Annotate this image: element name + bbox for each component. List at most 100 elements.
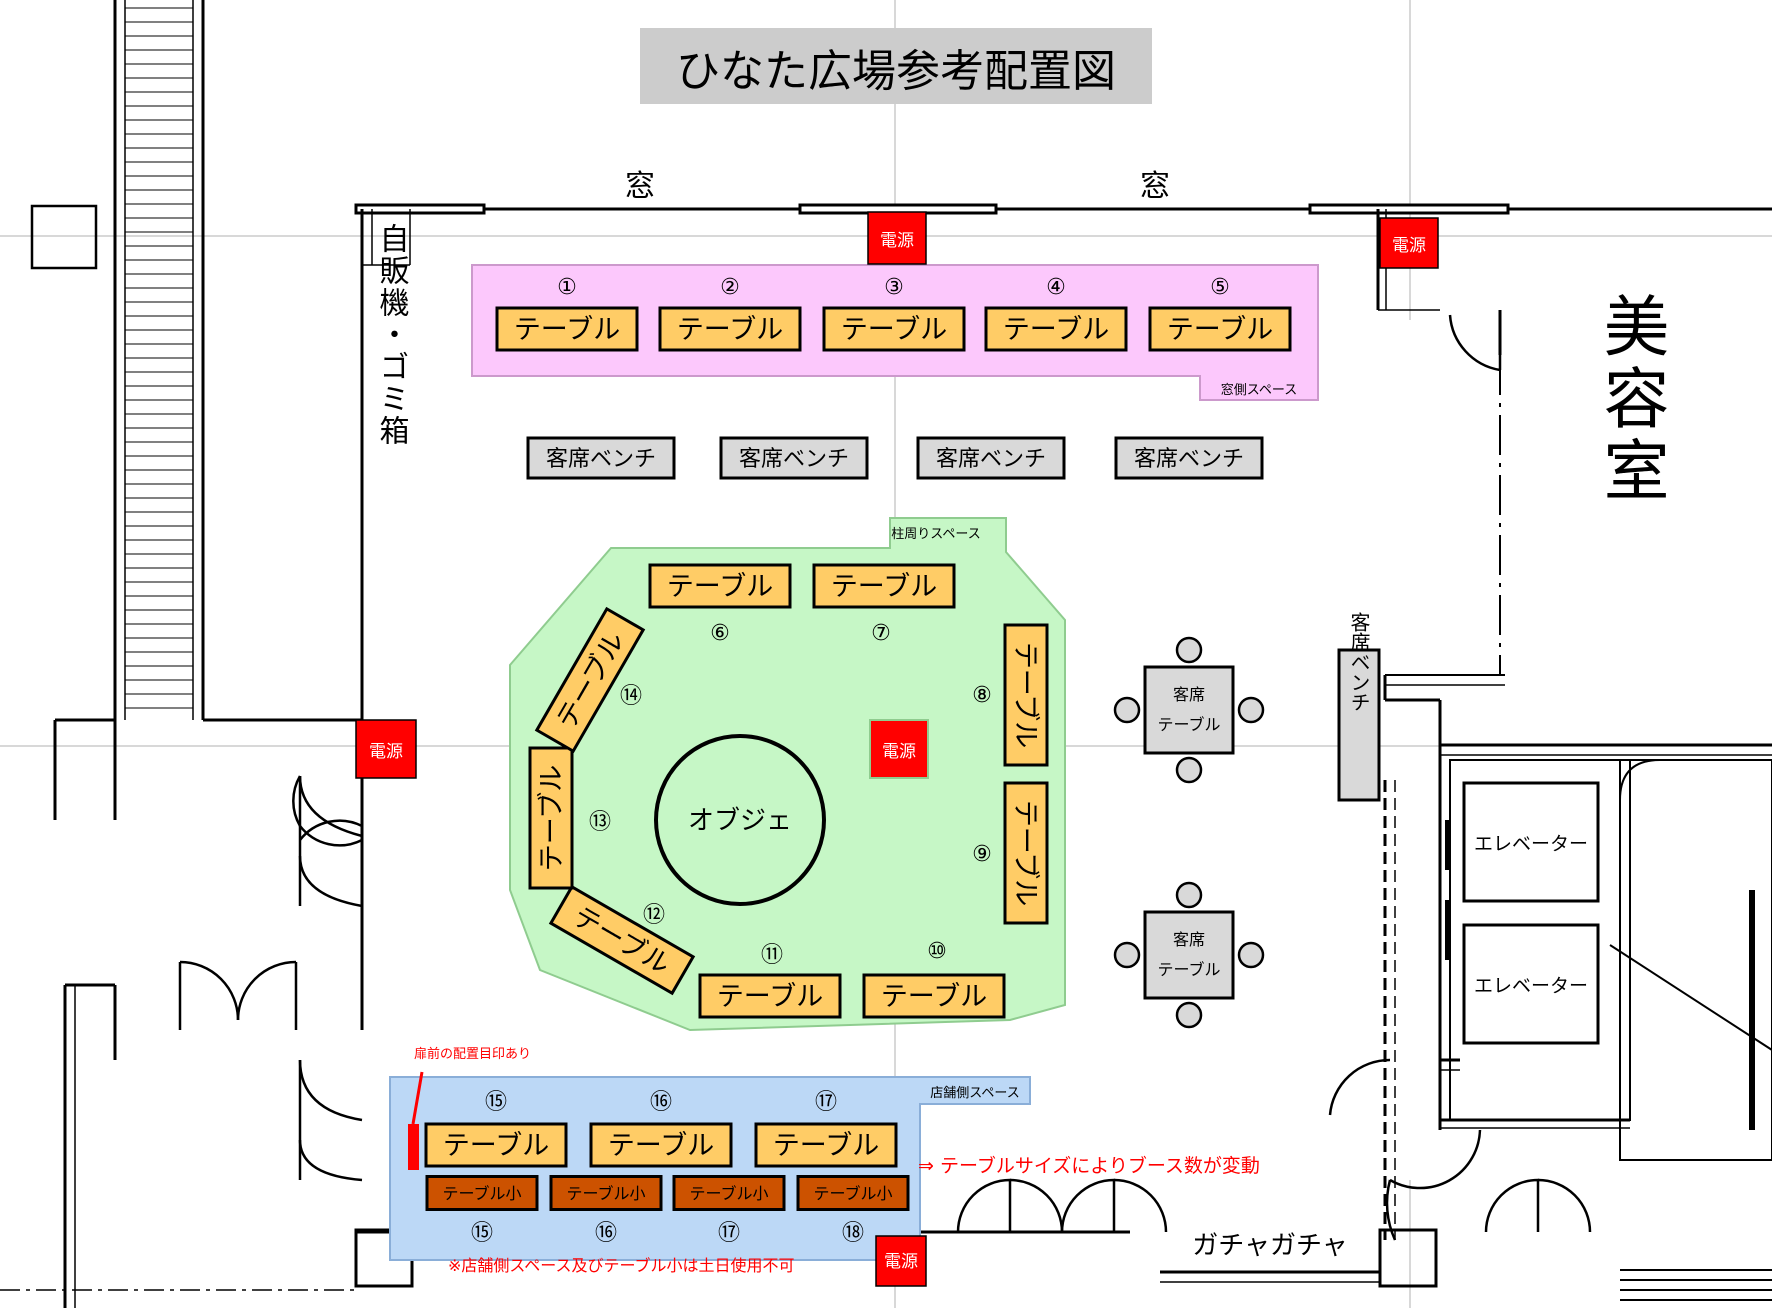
store-table-label: テーブル: [443, 1131, 549, 1162]
store-table-label: テーブル: [773, 1131, 879, 1162]
window-table-label: テーブル: [1167, 315, 1273, 346]
guest-table-label-2: テーブル: [1157, 715, 1220, 734]
guest-bench-box: [1114, 436, 1264, 480]
chair: [1237, 941, 1265, 969]
pillar-table-label: テーブル: [667, 572, 773, 603]
weekend-note: ※店舗側スペース及びテーブル小は土日使用不可: [448, 1256, 795, 1275]
window-table-box: [1148, 306, 1292, 352]
store-small-table: テーブル小: [672, 1175, 786, 1211]
pillar-table-number: ⑨: [972, 842, 992, 867]
pillar-table-box: [698, 973, 842, 1019]
window-table-number: ③: [884, 275, 904, 300]
pillar-table-box: [862, 973, 1006, 1019]
store-table-box: [424, 1122, 568, 1168]
store-small-table-box: [796, 1175, 910, 1211]
window-table-number: ④: [1046, 275, 1066, 300]
elevator-1-label: エレベーター: [1474, 833, 1588, 855]
store-table: テーブル: [754, 1122, 898, 1168]
store-zone-label: 店舗側スペース: [930, 1086, 1019, 1101]
pillar-table-box: [812, 563, 956, 609]
pillar-table-number: ⑭: [620, 684, 642, 709]
title-box: [640, 28, 1152, 104]
pillar-left: [30, 204, 98, 270]
guest-table-label-1: 客席: [1173, 685, 1205, 704]
pillar-table-label: テーブル: [881, 982, 987, 1013]
store-table-box: [754, 1122, 898, 1168]
power-outlet: [867, 211, 927, 265]
chair: [1175, 636, 1203, 664]
window-table: テーブル: [658, 306, 802, 352]
chair: [1175, 881, 1203, 909]
guest-bench: 客席ベンチ: [526, 436, 676, 480]
window-table-label: テーブル: [514, 315, 620, 346]
store-small-table-number: ⑰: [718, 1221, 740, 1246]
store-small-table-label: テーブル小: [813, 1184, 892, 1203]
pillar-table: テーブル: [698, 973, 842, 1019]
doors: [178, 312, 1592, 1241]
guest-table-box: [1143, 665, 1235, 755]
store-table-box: [589, 1122, 733, 1168]
pillar-zone: [509, 517, 1066, 1032]
pillar-table-label: テーブル: [1009, 642, 1040, 748]
window-table-label: テーブル: [841, 315, 947, 346]
guest-bench-vertical: [1337, 648, 1381, 802]
elevator-1: [1462, 781, 1600, 903]
power-label: 電源: [1392, 236, 1426, 256]
window-label-2: 窓: [1140, 169, 1170, 204]
door-marker-pointer: [411, 1071, 424, 1125]
window-table-box: [495, 306, 639, 352]
store-table-number: ⑮: [485, 1090, 507, 1115]
chair: [1175, 1001, 1203, 1029]
store-small-table: テーブル小: [549, 1175, 663, 1211]
guest-table-label-1: 客席: [1173, 930, 1205, 949]
pillar-table: テーブル: [862, 973, 1006, 1019]
store-small-table-box: [425, 1175, 539, 1211]
pillar-table-number: ⑩: [927, 939, 947, 964]
window-table-label: テーブル: [677, 315, 783, 346]
store-small-table: テーブル小: [425, 1175, 539, 1211]
store-small-table-label: テーブル小: [566, 1184, 645, 1203]
pillar-table-label: テーブル: [537, 765, 568, 871]
pillar-table-number: ⑦: [871, 621, 891, 646]
store-small-table-number: ⑯: [595, 1221, 617, 1246]
elevator-2: [1462, 923, 1600, 1045]
store-table: テーブル: [589, 1122, 733, 1168]
pillar-table-number: ⑥: [710, 621, 730, 646]
guest-table-box: [1143, 910, 1235, 1000]
window-table-number: ⑤: [1210, 275, 1230, 300]
pillar-table: テーブル: [812, 563, 956, 609]
store-small-table-number: ⑱: [842, 1221, 864, 1246]
store-small-table-number: ⑮: [471, 1221, 493, 1246]
guest-bench-label: 客席ベンチ: [936, 447, 1046, 472]
elevator-2-label: エレベーター: [1474, 975, 1588, 997]
window-zone-label: 窓側スペース: [1221, 382, 1297, 398]
vending-label: 自販機・ゴミ箱: [374, 223, 410, 447]
guest-bench-box: [526, 436, 676, 480]
guest-bench-box: [916, 436, 1066, 480]
power-outlet: [875, 1235, 927, 1287]
guest-bench: 客席ベンチ: [719, 436, 869, 480]
power-outlets: 電源 電源 電源 電源 電源: [355, 211, 1439, 1287]
window-label-1: 窓: [625, 169, 655, 204]
pillar-table-number: ⑪: [761, 943, 783, 968]
store-small-table-label: テーブル小: [689, 1184, 768, 1203]
chair: [1113, 696, 1141, 724]
pillar-table-label: テーブル: [1009, 800, 1040, 906]
power-label: 電源: [882, 742, 916, 762]
pillar-table: テーブル: [648, 563, 792, 609]
window-table: テーブル: [822, 306, 966, 352]
store-table: テーブル: [424, 1122, 568, 1168]
store-small-table-label: テーブル小: [442, 1184, 521, 1203]
power-label: 電源: [880, 231, 914, 251]
object-circle: [654, 734, 826, 906]
guest-bench-label: 客席ベンチ: [739, 447, 849, 472]
window-table-box: [658, 306, 802, 352]
page-title: ひなた広場参考配置図: [676, 46, 1116, 97]
object-label: オブジェ: [688, 806, 792, 836]
pillar-table-number: ⑫: [643, 903, 665, 928]
pillar-table-box: [534, 606, 646, 754]
